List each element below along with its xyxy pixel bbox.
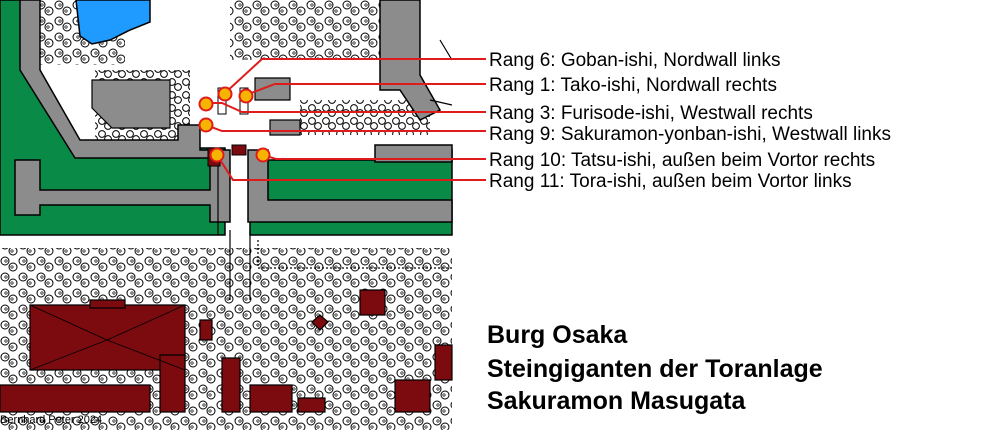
map-title: Burg Osaka	[487, 321, 628, 349]
map-subtitle: Steingiganten der Toranlage	[487, 355, 823, 383]
moat	[75, 0, 151, 45]
legend-item: Rang 10: Tatsu-ishi, außen beim Vortor r…	[489, 150, 875, 171]
legend-item: Rang 3: Furisode-ishi, Westwall rechts	[489, 103, 813, 124]
stone-marker-furisode-ishi	[198, 96, 214, 112]
stone-marker-tora-ishi	[209, 147, 225, 163]
stone-marker-sakuramon-yonban-ishi	[198, 117, 214, 133]
legend-item: Rang 11: Tora-ishi, außen beim Vortor li…	[489, 171, 852, 192]
author-credit: Bernhard Peter 2024	[0, 414, 103, 426]
stone-marker-goban-ishi	[217, 86, 233, 102]
stone-marker-tatsu-ishi	[255, 147, 271, 163]
legend-item: Rang 1: Tako-ishi, Nordwall rechts	[489, 75, 777, 96]
tree-areas	[0, 0, 452, 430]
roads	[217, 39, 453, 300]
legend: Rang 6: Goban-ishi, Nordwall links Rang …	[489, 50, 891, 192]
legend-item: Rang 6: Goban-ishi, Nordwall links	[489, 50, 780, 71]
legend-item: Rang 9: Sakuramon-yonban-ishi, Westwall …	[489, 124, 891, 145]
stone-marker-tako-ishi	[238, 88, 254, 104]
buildings	[0, 289, 453, 413]
map-subtitle-gate: Sakuramon Masugata	[487, 387, 746, 415]
building-roof-lines	[29, 304, 186, 371]
stone-markers	[198, 86, 271, 163]
